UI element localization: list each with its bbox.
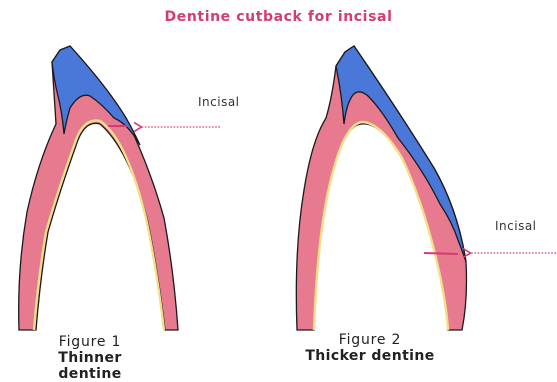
tooth-diagram [0, 0, 557, 371]
figure-1-caption: Thinner dentine [25, 350, 155, 382]
incisal-label-figure-2: Incisal [495, 219, 537, 233]
caption-figure-2: Figure 2 Thicker dentine [305, 332, 435, 364]
tooth-figure-2 [296, 46, 556, 330]
thickness-marker-2 [424, 253, 458, 254]
tooth-figure-1 [19, 46, 220, 330]
incisal-label-figure-1: Incisal [198, 95, 240, 109]
caption-figure-1: Figure 1 Thinner dentine [25, 334, 155, 382]
figure-2-caption: Thicker dentine [305, 348, 435, 364]
figure-1-label: Figure 1 [25, 334, 155, 350]
figure-2-label: Figure 2 [305, 332, 435, 348]
